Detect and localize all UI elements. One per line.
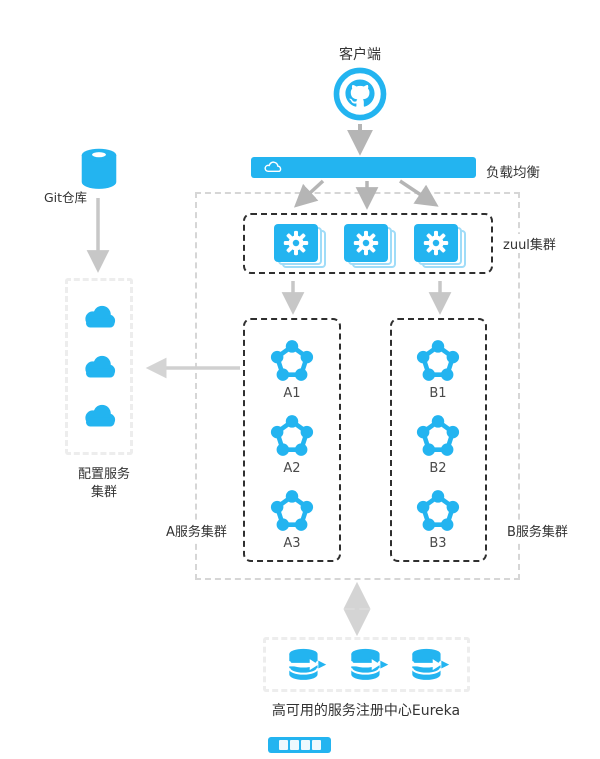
- load-balancer-label: 负载均衡: [486, 165, 540, 181]
- config-cluster-label-line2: 集群: [90, 485, 117, 500]
- cluster-node-icon: [416, 340, 460, 384]
- node-label: A3: [283, 536, 301, 551]
- watermark-glyph: [311, 740, 321, 750]
- cluster-node-icon: [270, 490, 314, 534]
- service-b-cluster-box: [390, 318, 487, 562]
- gear-icon: [281, 228, 311, 258]
- watermark-glyph: [289, 740, 299, 750]
- node-label: A1: [283, 386, 301, 401]
- git-repo-cylinder-icon: [80, 146, 118, 192]
- cluster-node-icon: [270, 415, 314, 459]
- gear-icon: [351, 228, 381, 258]
- zuul-cluster-box: [243, 213, 493, 274]
- gear-icon: [421, 228, 451, 258]
- eureka-registry-box: [263, 637, 470, 692]
- github-icon: [332, 66, 388, 122]
- git-repo-label: Git仓库: [44, 190, 88, 205]
- zuul-node-stack: [274, 224, 326, 268]
- database-sync-icon: [406, 647, 450, 683]
- cluster-node-icon: [270, 340, 314, 384]
- database-sync-icon: [345, 647, 389, 683]
- node-label: B1: [429, 386, 447, 401]
- config-cluster-label-line1: 配置服务: [77, 467, 130, 482]
- cloud-outline-icon: [263, 161, 285, 174]
- zuul-node-stack: [344, 224, 396, 268]
- cloud-icon: [79, 354, 119, 380]
- load-balancer-bar: [251, 157, 476, 178]
- node-label: B3: [429, 536, 447, 551]
- watermark-badge: [268, 737, 331, 753]
- config-cluster-box: [65, 278, 133, 455]
- service-a-cluster-label: A服务集群: [163, 521, 230, 540]
- node-label: A2: [283, 461, 301, 476]
- watermark-glyph: [278, 740, 288, 750]
- cluster-node-icon: [416, 415, 460, 459]
- database-sync-icon: [283, 647, 327, 683]
- eureka-registry-label: 高可用的服务注册中心Eureka: [271, 703, 461, 719]
- service-b-cluster-label: B服务集群: [504, 521, 571, 540]
- cluster-node-icon: [416, 490, 460, 534]
- cloud-icon: [79, 304, 119, 330]
- zuul-node-stack: [414, 224, 466, 268]
- zuul-cluster-label: zuul集群: [500, 234, 559, 253]
- cloud-icon: [79, 403, 119, 429]
- client-label: 客户端: [339, 47, 381, 63]
- node-label: B2: [429, 461, 447, 476]
- watermark-glyph: [300, 740, 310, 750]
- service-a-cluster-box: [243, 318, 341, 562]
- config-cluster-label: 配置服务 集群: [59, 466, 149, 502]
